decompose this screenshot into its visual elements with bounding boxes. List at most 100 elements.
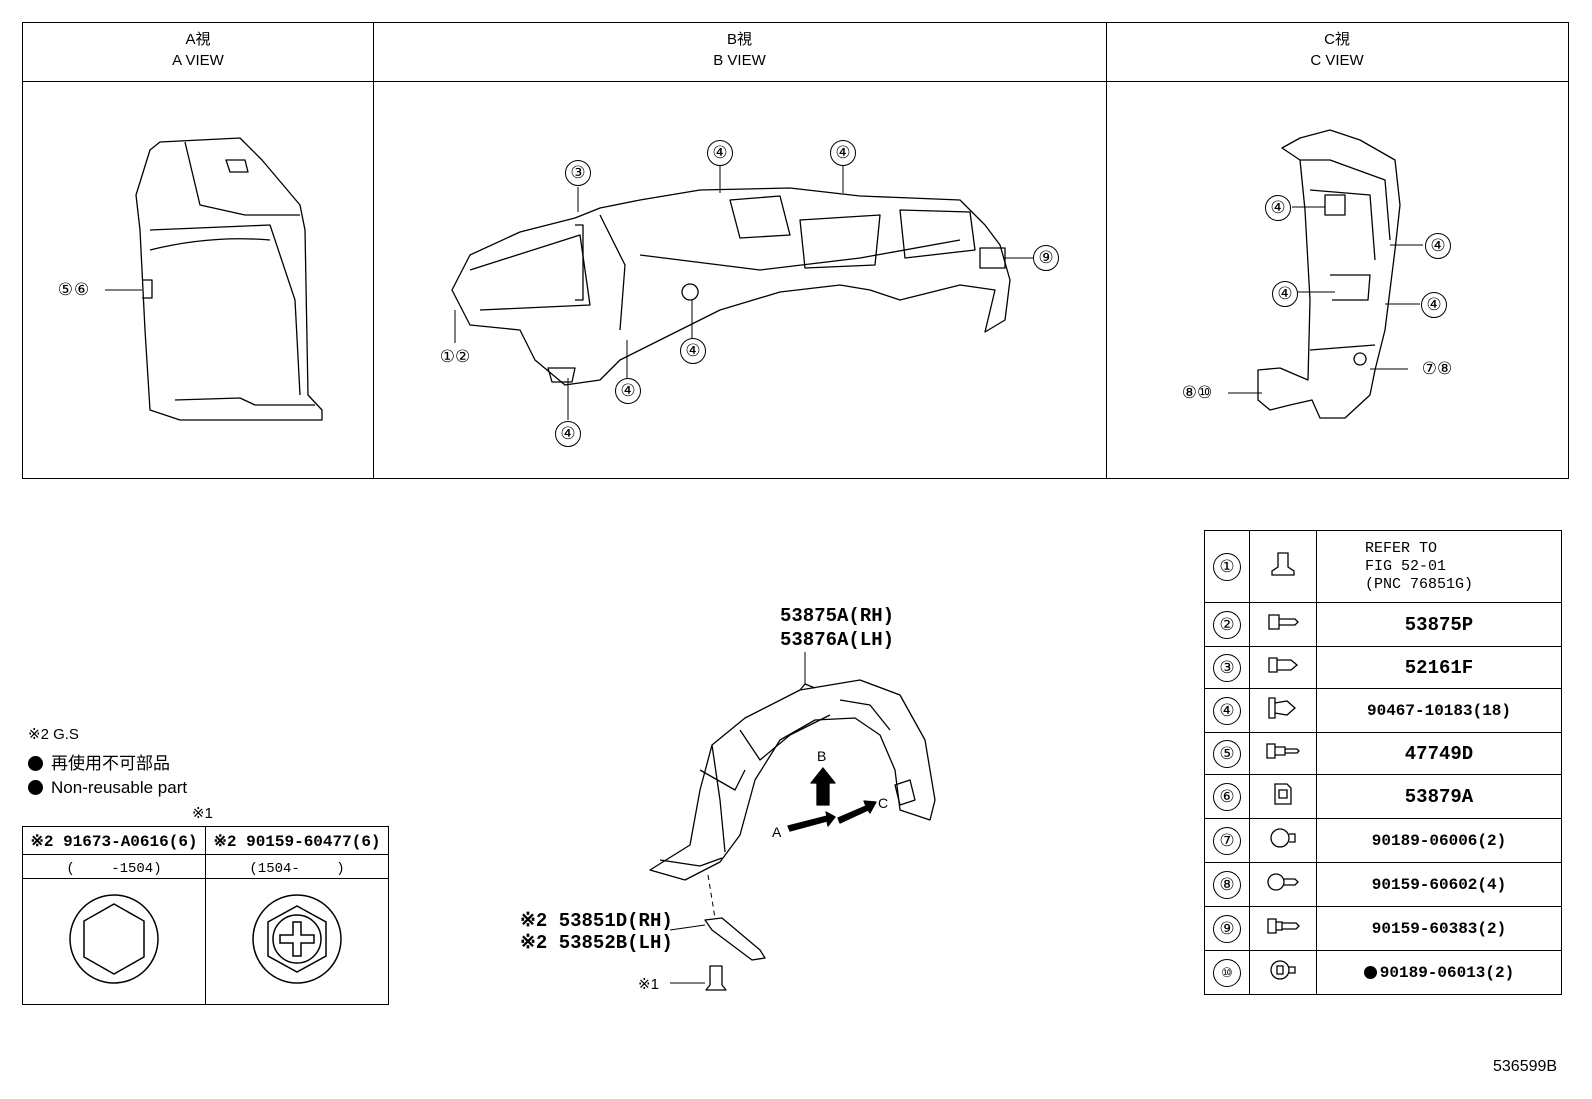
nut-icon — [1270, 960, 1296, 980]
screw-icon — [1267, 873, 1299, 891]
parts-table: ① REFER TO FIG 52-01 (PNC 76851G) ② 5387… — [1204, 530, 1562, 995]
sub-part-rh-label: ※2 53851D(RH) — [520, 910, 673, 932]
view-c-en: C VIEW — [1310, 52, 1364, 69]
part-number-circle: ④ — [1213, 696, 1241, 725]
part-refer-text: REFER TO FIG 52-01 (PNC 76851G) — [1316, 530, 1562, 603]
parts-row: ③ 52161F — [1204, 646, 1562, 689]
leader-lines — [105, 165, 1423, 420]
legend: ※2 G.S 再使用不可部品 Non-reusable part — [28, 725, 187, 798]
callout-4: ④ — [1272, 281, 1298, 307]
part-number-text-nonreusable: 90189-06013(2) — [1316, 950, 1562, 995]
main-part-labels: 53875A(RH) 53876A(LH) — [780, 604, 894, 652]
parts-row: ⑤ 47749D — [1204, 732, 1562, 775]
callout-4: ④ — [707, 140, 733, 166]
b-view-liner-drawing — [451, 187, 1011, 386]
view-c-header: C視 C VIEW — [1106, 29, 1568, 71]
clip-icon — [1268, 697, 1296, 719]
legend-gs: ※2 G.S — [28, 726, 79, 743]
legend-nonreuse-jp-row: 再使用不可部品 — [28, 749, 187, 774]
nonreusable-bullet-icon — [1363, 965, 1377, 979]
legend-nonreuse-en-row: Non-reusable part — [28, 778, 187, 798]
part-number-text: 47749D — [1316, 732, 1562, 775]
view-divider — [373, 23, 374, 478]
arrow-label-c: C — [878, 795, 889, 811]
part-number-circle: ① — [1213, 552, 1241, 581]
parts-row: ④ 90467-10183(18) — [1204, 688, 1562, 733]
phillips-bolt-cell — [205, 878, 389, 1005]
a-view-liner-drawing — [135, 137, 323, 421]
screw-icon — [1268, 614, 1299, 630]
callout-4: ④ — [1425, 233, 1451, 259]
sub-part-labels: ※2 53851D(RH) ※2 53852B(LH) — [520, 910, 673, 954]
parts-row: ⑦ 90189-06006(2) — [1204, 818, 1562, 863]
view-c-jp: C視 — [1324, 31, 1350, 48]
note-1-label: ※1 — [192, 805, 213, 822]
part-number-text: 52161F — [1316, 646, 1562, 689]
figure-id: 536599B — [1493, 1058, 1558, 1075]
part-number-circle: ⑦ — [1213, 826, 1241, 855]
view-header-divider — [23, 81, 1568, 82]
callout-3: ③ — [565, 160, 591, 186]
hex-bolt-icon — [69, 894, 159, 984]
hardware-date: ( -1504) — [22, 854, 206, 879]
view-divider — [1106, 23, 1107, 478]
callout-7-8: ⑦⑧ — [1408, 357, 1466, 381]
parts-row: ② 53875P — [1204, 602, 1562, 647]
callout-4: ④ — [680, 338, 706, 364]
part-rh-label: 53875A(RH) — [780, 605, 895, 627]
callout-4: ④ — [1265, 195, 1291, 221]
nut-icon — [1274, 783, 1292, 805]
callout-4: ④ — [555, 421, 581, 447]
clip-icon — [1268, 657, 1299, 673]
arrow-label-a: A — [772, 824, 782, 840]
callout-9: ⑨ — [1033, 245, 1059, 271]
callout-1-2: ①② — [426, 345, 484, 369]
sub-part-lh-label: ※2 53852B(LH) — [520, 932, 673, 954]
parts-row: ① REFER TO FIG 52-01 (PNC 76851G) — [1204, 530, 1562, 603]
arrow-label-b: B — [817, 748, 827, 764]
view-a-jp: A視 — [185, 31, 211, 48]
part-number-circle: ③ — [1213, 653, 1241, 682]
parts-row: ⑩ 90189-06013(2) — [1204, 950, 1562, 995]
c-view-liner-drawing — [1257, 129, 1401, 419]
hardware-date: (1504- ) — [205, 854, 389, 879]
view-a-en: A VIEW — [172, 52, 224, 69]
view-b-jp: B視 — [726, 31, 752, 48]
bullet-icon — [28, 756, 43, 771]
part-number-text: 53875P — [1316, 602, 1562, 647]
parts-row: ⑨ 90159-60383(2) — [1204, 906, 1562, 951]
parts-row: ⑥ 53879A — [1204, 774, 1562, 819]
part-number-text: 53879A — [1316, 774, 1562, 819]
screw-icon — [1267, 918, 1300, 934]
part-number-text: 90159-60602(4) — [1316, 862, 1562, 907]
part-number-text: 90159-60383(2) — [1316, 906, 1562, 951]
view-b-en: B VIEW — [713, 52, 766, 69]
part-number-text: 90189-06006(2) — [1316, 818, 1562, 863]
nut-icon — [1270, 828, 1296, 848]
phillips-bolt-icon — [252, 894, 342, 984]
callout-4: ④ — [1421, 292, 1447, 318]
part-number-text: 90189-06013(2) — [1379, 963, 1515, 982]
part-number-text: 90467-10183(18) — [1316, 688, 1562, 733]
part-number-circle: ⑩ — [1213, 958, 1241, 987]
callout-8-10: ⑧⑩ — [1166, 381, 1228, 405]
part-number-circle: ⑤ — [1213, 739, 1241, 768]
part-number-circle: ⑨ — [1213, 914, 1241, 943]
legend-nonreuse-jp: 再使用不可部品 — [51, 754, 170, 773]
callout-4: ④ — [830, 140, 856, 166]
bolt-note-label: ※1 — [638, 976, 659, 993]
legend-nonreuse-en: Non-reusable part — [51, 778, 188, 797]
view-a-header: A視 A VIEW — [23, 29, 373, 71]
parts-row: ⑧ 90159-60602(4) — [1204, 862, 1562, 907]
bullet-icon — [28, 780, 43, 795]
part-number-circle: ⑥ — [1213, 782, 1241, 811]
callout-5-6: ⑤⑥ — [47, 278, 101, 302]
part-number-circle: ⑧ — [1213, 870, 1241, 899]
hardware-table: ※2 91673-A0616(6) ※2 90159-60477(6) ( -1… — [22, 826, 389, 1005]
views-panel: A視 A VIEW B視 B VIEW C視 C VIEW — [22, 22, 1569, 479]
view-b-header: B視 B VIEW — [373, 29, 1106, 71]
hex-bolt-cell — [22, 878, 206, 1005]
screw-icon — [1266, 743, 1300, 759]
